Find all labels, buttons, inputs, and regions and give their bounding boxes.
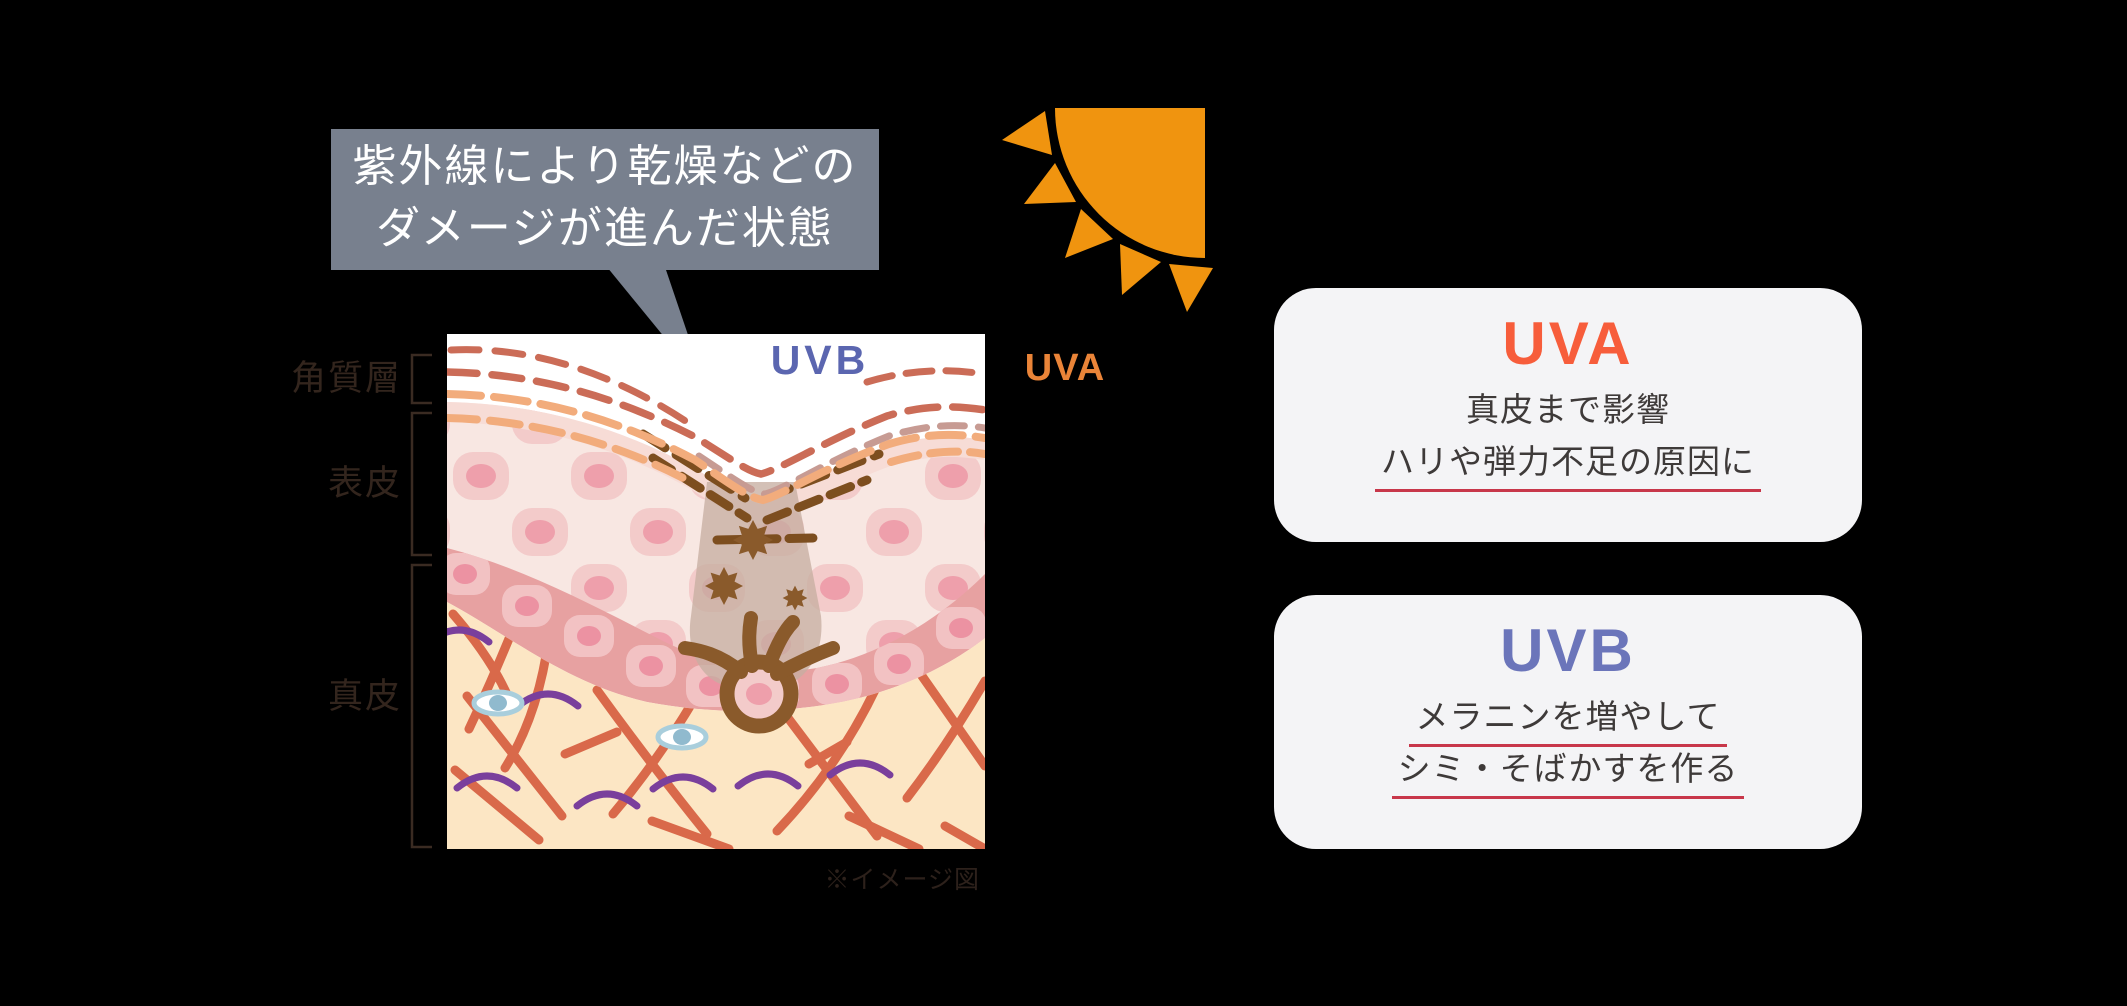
skin-illustration: [447, 334, 985, 849]
uva-card-line-1: 真皮まで影響: [1466, 391, 1670, 428]
sun-ray: [1120, 244, 1161, 295]
sun-disc: [1055, 108, 1205, 258]
layer-label-stratum-corneum: 角質層: [290, 359, 402, 398]
figure-caption: ※イメージ図: [824, 866, 980, 894]
layer-label-epidermis: 表皮: [327, 464, 402, 503]
uva-card-line-2: ハリや弾力不足の原因に: [1274, 443, 1862, 492]
layer-label-dermis: 真皮: [327, 677, 402, 716]
sun-ray: [1065, 209, 1113, 258]
sun-ray: [1169, 264, 1213, 312]
uva-ray-label: UVA: [1024, 347, 1106, 389]
uvb-card-line-1: メラニンを増やして: [1274, 698, 1862, 747]
moisture-cells: [471, 689, 709, 751]
melanocyte: [678, 611, 840, 734]
sun-icon: [1002, 108, 1213, 312]
uvb-ray-label: UVB: [770, 337, 870, 383]
dermis-layer: [447, 602, 985, 849]
uvb-info-card: UVB メラニンを増やして シミ・そばかすを作る: [1274, 595, 1862, 849]
sun-ray: [1024, 163, 1076, 204]
callout-line-1: 紫外線により乾燥などの: [352, 142, 858, 191]
uva-card-title: UVA: [1502, 310, 1634, 377]
layer-brackets: [410, 353, 432, 849]
uvb-card-title: UVB: [1500, 617, 1636, 684]
callout-line-2: ダメージが進んだ状態: [376, 204, 834, 253]
uva-info-card: UVA 真皮まで影響 ハリや弾力不足の原因に: [1274, 288, 1862, 542]
sun-ray: [1002, 111, 1052, 155]
uvb-card-line-2: シミ・そばかすを作る: [1274, 750, 1862, 799]
stratum-corneum-dashes: [447, 346, 985, 505]
callout-bubble: 紫外線により乾燥などの ダメージが進んだ状態: [331, 129, 879, 270]
